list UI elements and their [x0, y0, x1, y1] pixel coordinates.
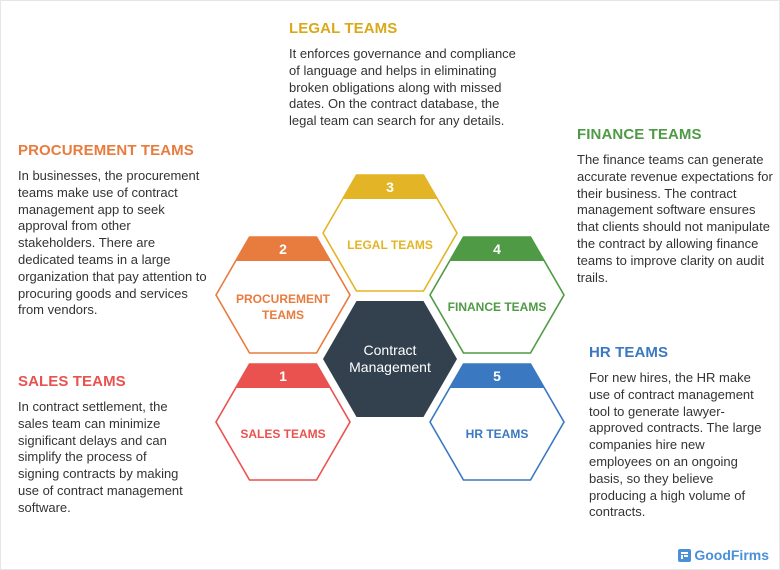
hexagon-finance-label-line: FINANCE TEAMS: [448, 300, 547, 314]
procurement-title: PROCUREMENT TEAMS: [18, 142, 194, 159]
legal-title: LEGAL TEAMS: [289, 20, 398, 37]
hexagon-sales-number: 1: [279, 368, 287, 384]
finance-block: FINANCE TEAMS The finance teams can gene…: [577, 126, 773, 286]
hexagon-sales-label-line: SALES TEAMS: [240, 427, 325, 441]
legal-block: LEGAL TEAMS It enforces governance and c…: [289, 20, 529, 130]
procurement-description: In businesses, the procurement teams mak…: [18, 168, 207, 318]
center-hexagon-shape: [323, 301, 457, 417]
legal-description: It enforces governance and compliance of…: [289, 46, 516, 129]
hexagon-hr: 5 HR TEAMS: [429, 363, 565, 481]
hexagon-legal-label-line: LEGAL TEAMS: [347, 238, 433, 252]
hexagon-hr-number: 5: [493, 368, 501, 384]
hexagon-sales-tab: [235, 364, 331, 388]
sales-title: SALES TEAMS: [18, 373, 126, 390]
center-label-line2: Management: [349, 359, 431, 375]
hexagon-finance-number: 4: [493, 241, 501, 257]
hr-block: HR TEAMS For new hires, the HR make use …: [589, 344, 769, 521]
center-label-line1: Contract: [364, 342, 417, 358]
sales-block: SALES TEAMS In contract settlement, the …: [18, 373, 190, 517]
sales-description: In contract settlement, the sales team c…: [18, 399, 183, 515]
finance-title: FINANCE TEAMS: [577, 126, 702, 143]
hexagon-legal-tab: [342, 175, 438, 199]
hexagon-hr-tab: [449, 364, 545, 388]
goodfirms-logo-text: GoodFirms: [694, 547, 769, 563]
hexagon-hr-label-line: HR TEAMS: [466, 427, 529, 441]
finance-description: The finance teams can generate accurate …: [577, 152, 773, 285]
hexagon-procurement-tab: [235, 237, 331, 261]
goodfirms-logo: GoodFirms: [678, 547, 769, 563]
hexagon-procurement-label-line: PROCUREMENT: [236, 292, 331, 306]
hexagon-procurement-number: 2: [279, 241, 287, 257]
hexagon-legal-number: 3: [386, 179, 394, 195]
hexagon-procurement-label-line: TEAMS: [262, 308, 304, 322]
procurement-block: PROCUREMENT TEAMS In businesses, the pro…: [18, 142, 208, 319]
goodfirms-logo-icon: [678, 548, 692, 562]
hexagon-finance-tab: [449, 237, 545, 261]
hr-title: HR TEAMS: [589, 344, 669, 361]
hr-description: For new hires, the HR make use of contra…: [589, 370, 762, 520]
